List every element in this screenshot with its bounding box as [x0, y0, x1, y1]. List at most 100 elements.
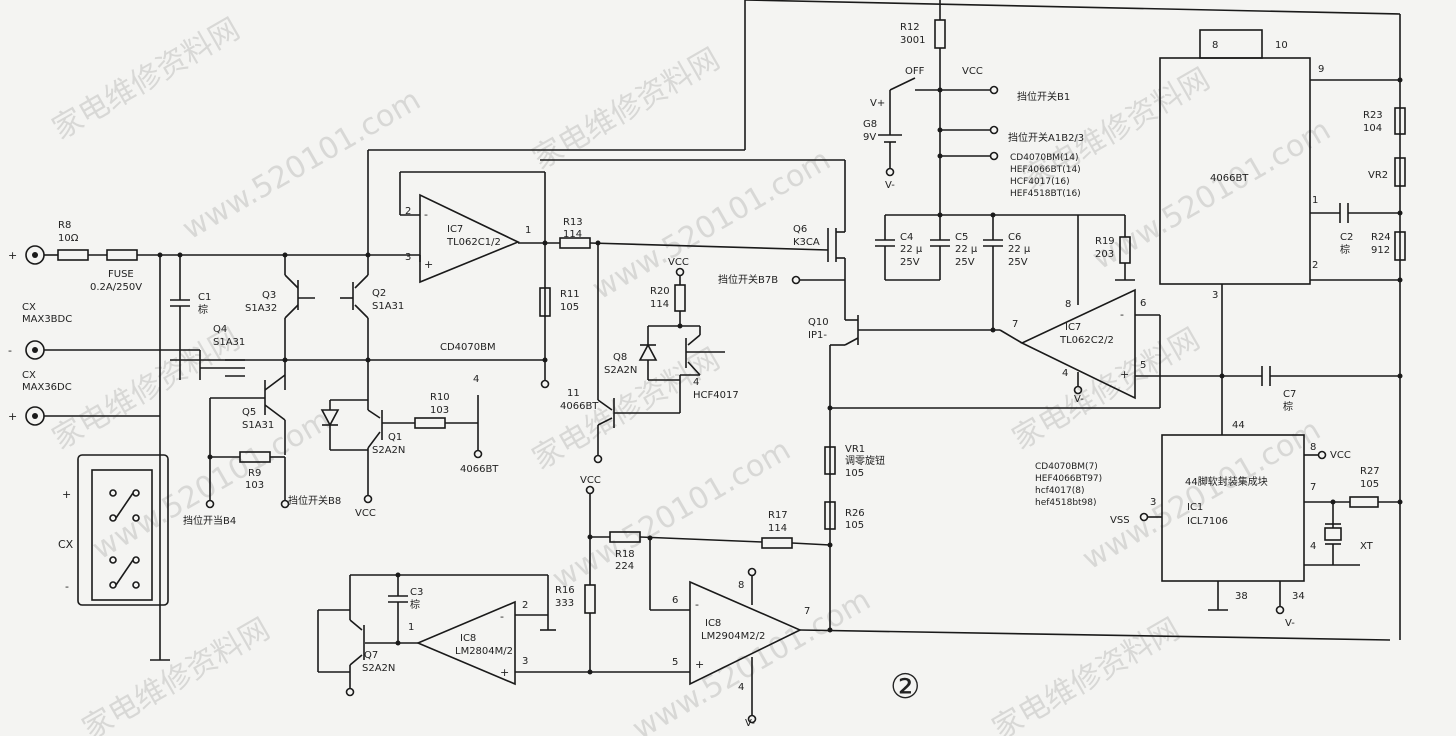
watermark: 家电维修资料网 [987, 612, 1186, 736]
resistor-r13: R13 114 [559, 217, 829, 251]
component-label: R20 [650, 286, 670, 297]
component-label: S1A32 [245, 303, 277, 314]
resistor-r16: R16 333 [555, 584, 596, 672]
component-label: VCC [668, 257, 689, 268]
resistor-r12: R12 3001 [900, 0, 946, 215]
component-label: + [62, 488, 71, 501]
component-label: hcf4017(8) [1035, 486, 1084, 496]
component-label: 2 [522, 600, 528, 611]
component-label: 4 [738, 682, 744, 693]
capacitor-c2: C2 棕 [1340, 232, 1353, 256]
component-label: + [500, 666, 509, 679]
potentiometer-vr2: VR2 [1368, 157, 1406, 187]
opamp-ic7b: IC7 TL062C2/2 - + 8 6 7 4 5 V- [1012, 288, 1146, 405]
cx-range-switch: CX + - [58, 454, 169, 606]
opamp-ic8a: IC8 LM2804M/2 - + 2 1 3 [408, 600, 528, 686]
component-label: 棕 [410, 598, 420, 611]
component-label: 6 [1140, 298, 1146, 309]
component-label: R10 [430, 392, 450, 403]
component-label: Q2 [372, 288, 386, 299]
component-label: 10Ω [58, 233, 79, 244]
component-label: V- [885, 180, 895, 191]
battery-g8: OFF VCC V+ G8 9V V- [863, 66, 983, 191]
component-label: 22 μ [1008, 244, 1031, 255]
component-label: IC1 [1187, 502, 1203, 513]
component-label: 4066BT [460, 464, 499, 475]
ic-4066bt: 8 10 4066BT 9 1 2 3 [1159, 29, 1324, 301]
transistor-q3: Q3 S1A32 [245, 252, 315, 390]
component-label: R16 [555, 585, 575, 596]
component-label: 5 [672, 657, 678, 668]
component-label: TL062C2/2 [1059, 335, 1114, 346]
component-label: 105 [560, 302, 579, 313]
component-label: FUSE [108, 269, 134, 280]
component-label: + [1120, 368, 1129, 381]
component-label: 4 [1310, 541, 1316, 552]
component-label: XT [1360, 541, 1374, 552]
transistor-q6: Q6 K3CA 挡位开关B7B [540, 159, 846, 320]
component-label: CD4070BM(7) [1035, 462, 1098, 472]
component-label: LM2904M2/2 [701, 631, 765, 642]
component-label: S1A31 [213, 337, 245, 348]
watermark: www.520101.com [547, 432, 797, 597]
component-label: 棕 [198, 303, 208, 316]
component-label: S2A2N [604, 365, 637, 376]
component-label: - [500, 610, 504, 623]
power-distribution: 挡位开关B1 挡位开关A1B2/3 CD4070BM(14) HEF4066BT… [937, 85, 1084, 199]
component-label: 7 [1012, 319, 1018, 330]
component-label: 103 [245, 480, 264, 491]
watermark: 家电维修资料网 [47, 12, 246, 147]
component-label: R18 [615, 549, 635, 560]
transistor-q5: Q5 S1A31 [205, 374, 286, 509]
component-label: 912 [1371, 245, 1390, 256]
resistor-r11: R11 105 [539, 287, 580, 317]
cd4070bm-label: CD4070BM [440, 342, 496, 353]
component-label: - [695, 598, 699, 611]
ic-icl7106: 44 44脚软封装集成块 IC1 ICL7106 8 VCC 7 R27 105… [1110, 420, 1380, 629]
component-label: VCC [580, 475, 601, 486]
component-label: R17 [768, 510, 788, 521]
component-label: 114 [650, 299, 669, 310]
component-label: 0.2A/250V [90, 282, 142, 293]
component-label: 1 [1312, 195, 1318, 206]
component-label: 8 [1212, 40, 1218, 51]
component-label: S1A31 [372, 301, 404, 312]
component-label: R23 [1363, 110, 1383, 121]
component-label: HEF4066BT(14) [1010, 165, 1081, 175]
component-label: 4 [473, 374, 479, 385]
resistor-r10: R10 103 4 4066BT [382, 374, 499, 475]
component-label: Q6 [793, 224, 807, 235]
component-label: R13 [563, 217, 583, 228]
component-label: 3 [1150, 497, 1156, 508]
component-label: R9 [248, 468, 261, 479]
watermark: www.520101.com [1077, 412, 1327, 577]
component-label: V- [1074, 394, 1084, 405]
component-label: VR2 [1368, 170, 1388, 181]
component-label: S2A2N [372, 445, 405, 456]
terminal-plus2-label: + [8, 410, 17, 423]
component-label: 4066BT [560, 401, 599, 412]
component-label: 203 [1095, 249, 1114, 260]
component-label: LM2804M/2 [455, 646, 513, 657]
component-label: VSS [1110, 515, 1130, 526]
component-label: + [424, 258, 433, 271]
component-label: 8 [1065, 299, 1071, 310]
component-label: 10 [1275, 40, 1288, 51]
component-label: 8 [1310, 442, 1316, 453]
component-label: IC8 [705, 618, 721, 629]
watermark: 家电维修资料网 [527, 42, 726, 177]
component-label: K3CA [793, 237, 820, 248]
component-label: OFF [905, 66, 925, 77]
watermark: www.520101.com [87, 402, 337, 567]
component-label: 挡位开关B1 [1017, 90, 1070, 103]
watermark: www.520101.com [177, 82, 427, 247]
resistor-r8: R8 10Ω [44, 220, 107, 261]
component-label: 114 [563, 229, 582, 240]
component-label: 38 [1235, 591, 1248, 602]
component-label: - [1120, 308, 1124, 321]
component-label: R12 [900, 22, 920, 33]
component-label: S1A31 [242, 420, 274, 431]
component-label: + [695, 658, 704, 671]
resistor-r24: R24 912 [1371, 231, 1406, 261]
component-label: Q10 [808, 317, 829, 328]
